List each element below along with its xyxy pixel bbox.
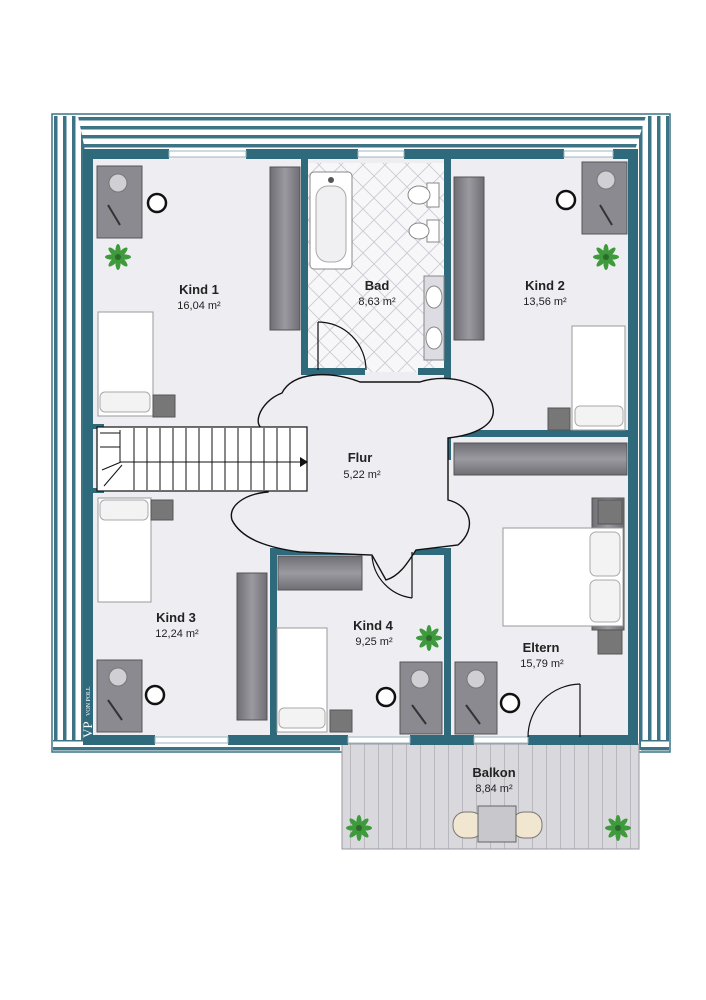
plant-icon — [346, 815, 372, 841]
room-area-balkon: 8,84 m² — [475, 783, 513, 795]
door-swing-icon — [371, 552, 413, 599]
room-area-kind4: 9,25 m² — [355, 636, 393, 648]
doors — [317, 321, 581, 738]
logo-text: VON POLL — [86, 686, 92, 716]
bed-icon — [97, 497, 174, 603]
room-name-balkon: Balkon — [472, 765, 515, 780]
room-area-bad: 8,63 m² — [358, 296, 396, 308]
room-labels: Kind 1 16,04 m² Bad 8,63 m² Kind 2 13,56… — [155, 278, 567, 795]
roof-area — [51, 113, 671, 753]
room-name-kind1: Kind 1 — [179, 282, 219, 297]
desk-chair-icon — [499, 692, 521, 714]
sink-icon — [423, 275, 445, 361]
wardrobe-kind2 — [453, 176, 485, 341]
desk — [555, 161, 628, 235]
wardrobe-flur — [453, 442, 628, 476]
desk — [375, 661, 443, 735]
room-area-kind1: 16,04 m² — [177, 300, 221, 312]
bathroom-fixtures — [309, 171, 445, 361]
door-swing-icon — [317, 321, 367, 371]
room-area-eltern: 15,79 m² — [520, 658, 564, 670]
door-swing-icon — [527, 683, 581, 738]
desk-chair-icon — [375, 686, 397, 708]
staircase-icon — [96, 426, 308, 492]
desk-chair-icon — [555, 189, 577, 211]
stair-tread — [101, 461, 122, 471]
room-name-eltern: Eltern — [523, 640, 560, 655]
plant-icon — [605, 815, 631, 841]
plants — [105, 244, 631, 841]
wardrobe-kind3 — [236, 572, 268, 721]
wardrobe-kind1 — [269, 166, 301, 331]
plant-icon — [593, 244, 619, 270]
bidet-icon — [408, 219, 440, 243]
room-name-kind3: Kind 3 — [156, 610, 196, 625]
flur-hall — [230, 373, 494, 581]
desk — [96, 165, 168, 239]
toilet-icon — [407, 182, 440, 208]
room-name-flur: Flur — [348, 450, 373, 465]
room-name-bad: Bad — [365, 278, 390, 293]
windows — [154, 150, 614, 744]
bed-icon — [276, 627, 353, 733]
desk-chair-icon — [144, 684, 166, 706]
von-poll-logo: VP VON POLL — [80, 686, 95, 738]
wardrobes — [236, 166, 628, 721]
desk — [454, 661, 521, 735]
room-name-kind2: Kind 2 — [525, 278, 565, 293]
bed-icon — [97, 311, 176, 418]
bed-icon — [547, 325, 626, 431]
wardrobe-kind4 — [277, 555, 363, 591]
desks — [96, 161, 628, 735]
room-area-flur: 5,22 m² — [343, 469, 381, 481]
desk-chair-icon — [146, 192, 168, 214]
double-bed-icon — [502, 499, 624, 655]
table-icon — [452, 805, 543, 843]
plant-icon — [105, 244, 131, 270]
plant-icon — [416, 625, 442, 651]
beds — [97, 311, 626, 733]
stair-tread — [103, 464, 123, 487]
room-area-kind2: 13,56 m² — [523, 296, 567, 308]
desk — [96, 659, 166, 733]
room-area-kind3: 12,24 m² — [155, 628, 199, 640]
room-name-kind4: Kind 4 — [353, 618, 393, 633]
logo-monogram: VP — [80, 721, 95, 738]
bathtub-icon — [309, 171, 353, 270]
